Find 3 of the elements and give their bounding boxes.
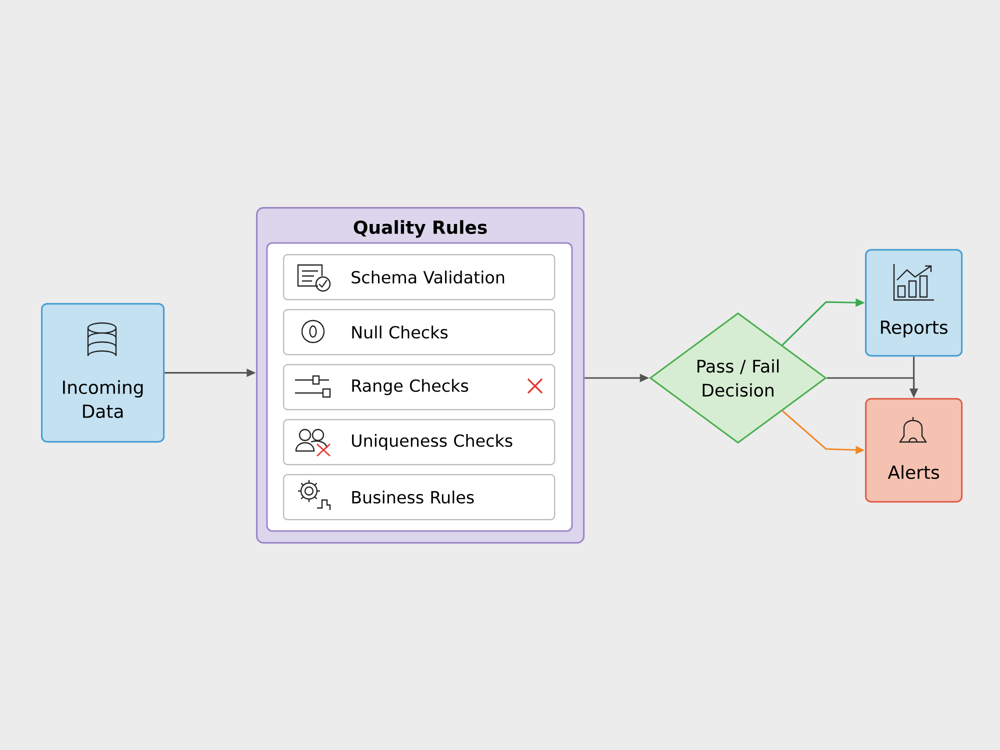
alert-box: Alerts bbox=[865, 398, 963, 503]
data-box: Incoming Data bbox=[41, 303, 165, 443]
output-box: Reports bbox=[865, 249, 963, 357]
